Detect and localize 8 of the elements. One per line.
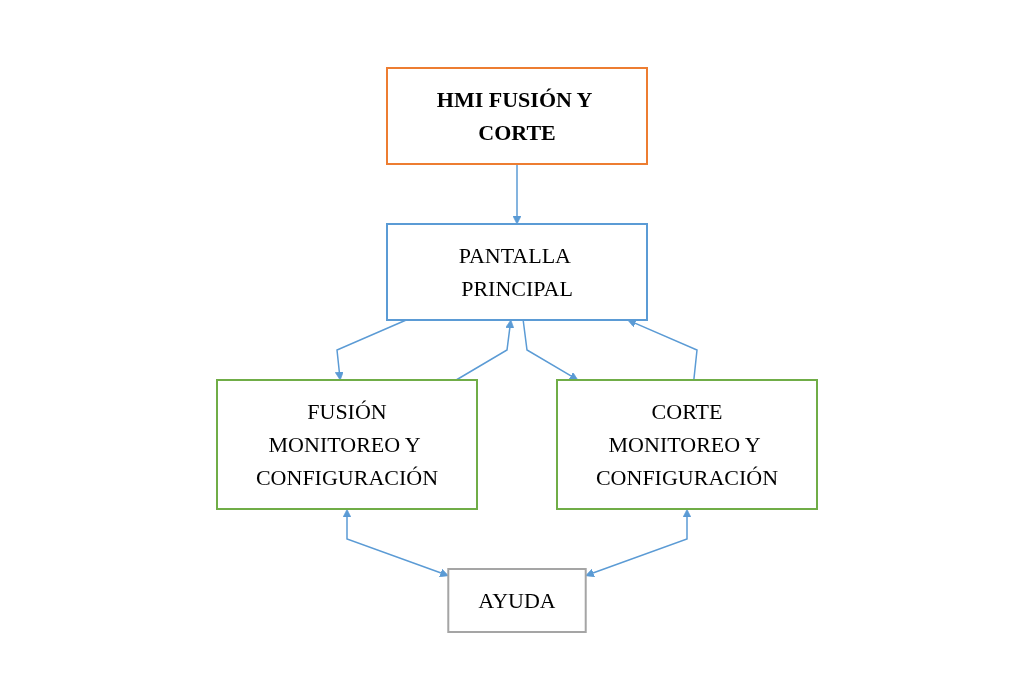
node-box: PANTALLA PRINCIPAL <box>385 222 648 321</box>
node-box: FUSIÓN MONITOREO Y CONFIGURACIÓN <box>215 378 478 510</box>
node-box: CORTE MONITOREO Y CONFIGURACIÓN <box>555 378 818 510</box>
node-box: AYUDA <box>446 567 587 633</box>
node-box: HMI FUSIÓN Y CORTE <box>385 66 648 165</box>
arrow <box>334 318 407 380</box>
arrow <box>521 318 578 380</box>
arrow <box>512 162 521 224</box>
